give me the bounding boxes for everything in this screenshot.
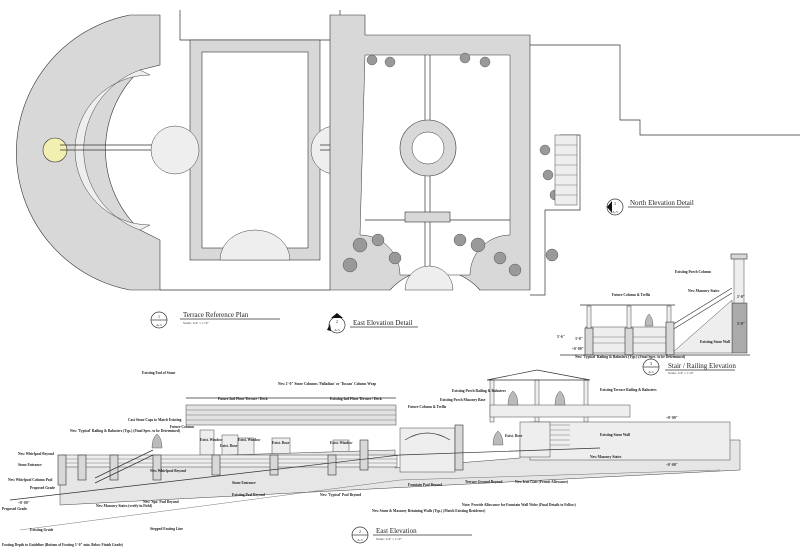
svg-text:A-5: A-5	[334, 328, 340, 332]
svg-text:Exist. Door: Exist. Door	[220, 444, 238, 448]
svg-text:A-5: A-5	[357, 538, 363, 542]
svg-text:Terrace Ground Beyond: Terrace Ground Beyond	[465, 480, 502, 484]
svg-text:Future Column: Future Column	[170, 425, 194, 429]
svg-text:Scale: 1/4" = 1'-0": Scale: 1/4" = 1'-0"	[668, 371, 694, 375]
svg-text:New Stone & Masonry Retaining: New Stone & Masonry Retaining Walls (Typ…	[372, 509, 486, 513]
svg-text:New 'Typical' Railing & Balust: New 'Typical' Railing & Balusters (Typ.)…	[70, 429, 181, 433]
svg-text:+0'-00": +0'-00"	[666, 463, 678, 467]
svg-text:2'-0": 2'-0"	[737, 295, 745, 299]
svg-text:New 'Spa' Pool Beyond: New 'Spa' Pool Beyond	[143, 500, 179, 504]
svg-text:1: 1	[158, 314, 160, 319]
svg-text:New 2'-0" Stone Columns 'Palla: New 2'-0" Stone Columns 'Palladian' or '…	[278, 382, 376, 386]
svg-text:A-5: A-5	[612, 210, 618, 214]
svg-text:North Elevation Detail: North Elevation Detail	[630, 199, 694, 207]
svg-text:Stair / Railing Elevation: Stair / Railing Elevation	[668, 362, 736, 370]
stair-railing-elevation: Existing Porch Column New Masonry Stairs…	[557, 253, 750, 376]
svg-text:New 'Typical' Railing & Balust: New 'Typical' Railing & Balusters (Typ.)…	[575, 355, 686, 359]
svg-text:Cast Stone Caps to Match Exist: Cast Stone Caps to Match Existing	[128, 418, 182, 422]
svg-text:Future Column & Trellis: Future Column & Trellis	[612, 293, 651, 297]
elevation-notes: Existing End of Stone New 2'-0" Stone Co…	[2, 371, 678, 547]
svg-text:Future 2nd Floor Terrace / Dec: Future 2nd Floor Terrace / Deck	[218, 397, 268, 401]
svg-text:Existing Grade: Existing Grade	[30, 528, 54, 532]
svg-text:A-5: A-5	[648, 370, 654, 374]
svg-text:+0'-00": +0'-00"	[666, 416, 678, 420]
svg-text:A-5: A-5	[156, 323, 162, 327]
planting-shrubs	[342, 52, 561, 277]
east-elevation: Existing End of Stone New 2'-0" Stone Co…	[2, 369, 741, 547]
svg-text:2: 2	[336, 319, 338, 324]
svg-text:Exist. Door: Exist. Door	[272, 441, 290, 445]
title-east-elevation: 2 A-5 East Elevation Scale: 1/4" = 1'-0"	[351, 526, 472, 544]
svg-text:Exist. Window: Exist. Window	[330, 441, 353, 445]
svg-text:Stone Entrance: Stone Entrance	[18, 463, 42, 467]
title-east-elevation-detail: 2 A-5 East Elevation Detail	[327, 313, 418, 334]
svg-text:Existing Terrace Railing & Bal: Existing Terrace Railing & Balusters	[600, 388, 657, 392]
terrace-plan	[16, 10, 800, 296]
svg-text:New Whirlpool Column Pool: New Whirlpool Column Pool	[8, 478, 52, 482]
svg-text:New Whirlpool Beyond: New Whirlpool Beyond	[150, 469, 186, 473]
svg-text:Existing End of Stone: Existing End of Stone	[142, 371, 176, 375]
svg-text:Proposed Grade: Proposed Grade	[2, 507, 27, 511]
svg-text:Exist. Window: Exist. Window	[200, 438, 223, 442]
svg-text:New Masonry Stairs (verify in: New Masonry Stairs (verify in Field)	[96, 504, 153, 508]
svg-text:New Masonry Stairs: New Masonry Stairs	[590, 455, 622, 459]
svg-text:3: 3	[614, 201, 616, 206]
svg-text:Note: Provide Allowance for Fo: Note: Provide Allowance for Fountain Wal…	[462, 503, 577, 507]
svg-text:New 'Typical' Pool Beyond: New 'Typical' Pool Beyond	[320, 493, 361, 497]
title-terrace-plan: 1 A-5 Terrace Reference Plan Scale: 1/4"…	[150, 311, 280, 329]
svg-text:Future Column & Trellis: Future Column & Trellis	[408, 405, 447, 409]
svg-text:3'-0": 3'-0"	[575, 337, 583, 341]
svg-text:New Iron Gate (Permit Allowanc: New Iron Gate (Permit Allowance)	[515, 480, 569, 484]
svg-text:3'-0": 3'-0"	[737, 322, 745, 326]
svg-text:+0'-00": +0'-00"	[18, 501, 30, 505]
svg-text:East Elevation Detail: East Elevation Detail	[353, 319, 413, 327]
svg-text:Exist. Window: Exist. Window	[238, 438, 261, 442]
svg-text:3: 3	[650, 361, 652, 366]
svg-text:Fountain Pool Beyond: Fountain Pool Beyond	[408, 483, 442, 487]
svg-text:Stone Entrance: Stone Entrance	[232, 481, 256, 485]
svg-text:Existing Pool Beyond: Existing Pool Beyond	[232, 493, 265, 497]
svg-text:2: 2	[359, 529, 361, 534]
svg-text:Footing Depth to Guideline (Bo: Footing Depth to Guideline (Bottom of Fo…	[2, 543, 124, 547]
svg-text:Scale: 1/4" = 1'-0": Scale: 1/4" = 1'-0"	[376, 537, 402, 541]
svg-text:Existing Stone Wall: Existing Stone Wall	[700, 340, 730, 344]
svg-text:Existing Porch Railing & Balus: Existing Porch Railing & Balusters	[452, 389, 506, 393]
svg-text:+0'-00": +0'-00"	[572, 347, 584, 351]
svg-text:5'-6": 5'-6"	[557, 335, 565, 339]
svg-text:Proposed Grade: Proposed Grade	[30, 486, 55, 490]
svg-text:New Whirlpool Beyond: New Whirlpool Beyond	[18, 452, 54, 456]
svg-text:Scale: 1/4" = 1'-0": Scale: 1/4" = 1'-0"	[183, 321, 209, 325]
svg-text:Existing Porch Masonry Base: Existing Porch Masonry Base	[440, 398, 486, 402]
svg-text:New Masonry Stairs: New Masonry Stairs	[688, 289, 720, 293]
svg-text:Exist. Door: Exist. Door	[505, 434, 523, 438]
svg-text:Existing Porch Column: Existing Porch Column	[675, 270, 711, 274]
svg-text:Stepped Footing Line: Stepped Footing Line	[150, 527, 183, 531]
svg-text:Terrace Reference Plan: Terrace Reference Plan	[183, 311, 249, 319]
svg-text:Existing 2nd Floor Terrace / D: Existing 2nd Floor Terrace / Deck	[330, 397, 382, 401]
svg-text:East Elevation: East Elevation	[376, 527, 417, 535]
svg-text:Existing Stone Wall: Existing Stone Wall	[600, 433, 630, 437]
title-north-elevation-detail: 3 A-5 North Elevation Detail	[606, 198, 694, 216]
